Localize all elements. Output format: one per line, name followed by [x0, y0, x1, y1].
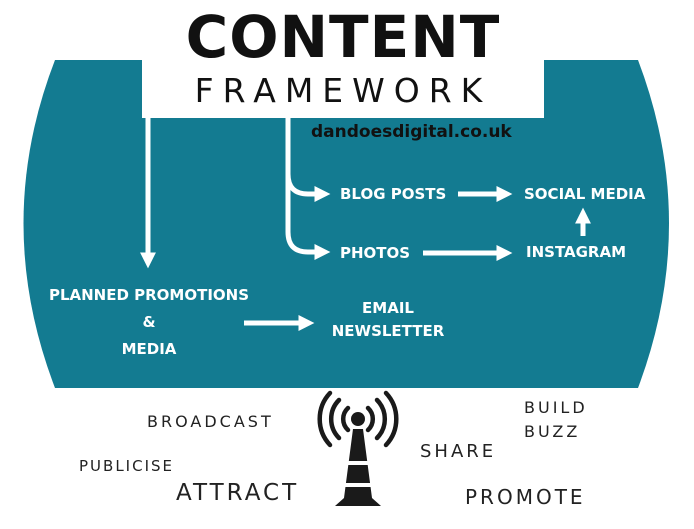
email-newsletter-line2: NEWSLETTER [331, 322, 445, 340]
word-broadcast: BROADCAST [147, 412, 274, 431]
planned-promotions-line2: & [142, 313, 156, 331]
node-instagram: INSTAGRAM [526, 243, 627, 261]
title-main: CONTENT [185, 3, 501, 71]
arrow-to-photos [285, 174, 331, 261]
word-promote: PROMOTE [465, 485, 586, 509]
broadcast-tower-icon [317, 390, 399, 506]
word-publicise: PUBLICISE [79, 457, 174, 475]
teal-panel [23, 60, 669, 388]
node-planned-promotions: PLANNED PROMOTIONS & MEDIA [38, 285, 260, 360]
word-share: SHARE [420, 441, 497, 462]
word-build: BUILD [524, 398, 588, 417]
title-sub: FRAMEWORK [194, 71, 492, 110]
node-blog-posts: BLOG POSTS [340, 185, 447, 203]
node-email-newsletter: EMAIL NEWSLETTER [318, 298, 458, 342]
title-box: CONTENT FRAMEWORK [142, 0, 544, 118]
word-attract: ATTRACT [176, 480, 300, 506]
email-newsletter-line1: EMAIL [362, 299, 414, 317]
node-social-media: SOCIAL MEDIA [524, 185, 646, 203]
planned-promotions-line3: MEDIA [121, 340, 177, 358]
planned-promotions-line1: PLANNED PROMOTIONS [48, 286, 250, 304]
word-buzz: BUZZ [524, 422, 581, 441]
website-url: dandoesdigital.co.uk [311, 122, 512, 142]
node-photos: PHOTOS [340, 244, 411, 262]
